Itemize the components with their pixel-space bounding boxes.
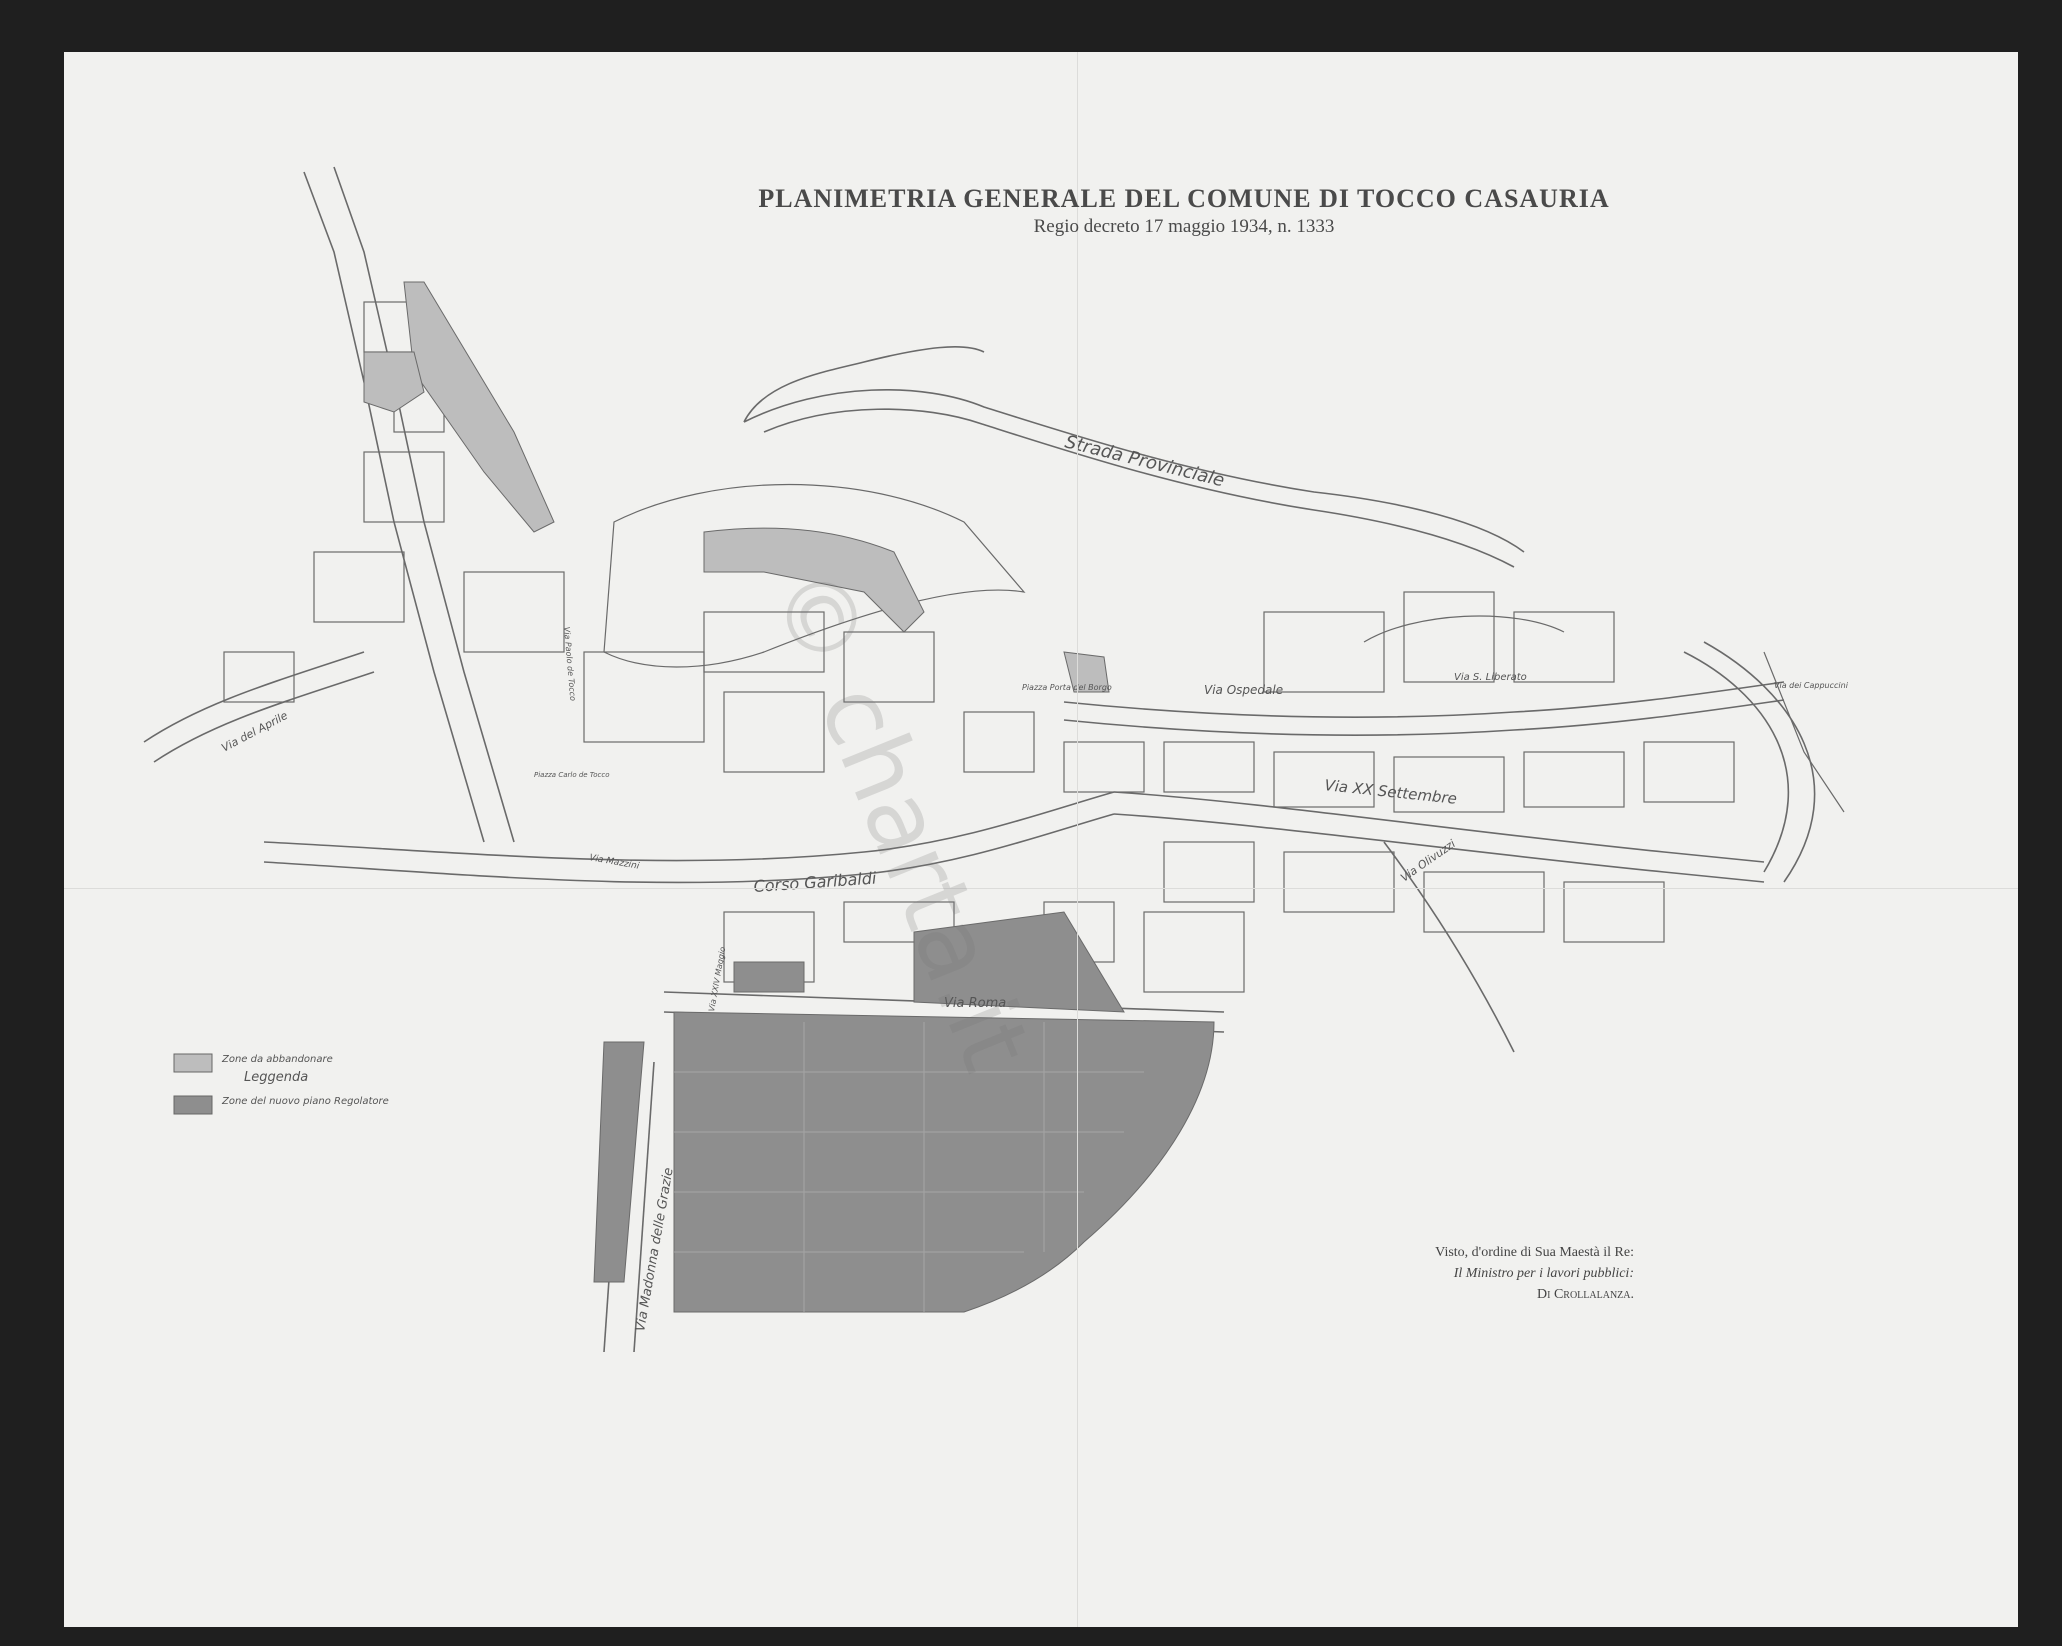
fold-line-vertical <box>1077 52 1078 1627</box>
zone-nuovo-piano-areas <box>593 911 1215 1313</box>
label-corso-garibaldi: Corso Garibaldi <box>753 868 878 896</box>
label-strada-provinciale: Strada Provinciale <box>1063 431 1227 491</box>
approval-note: Visto, d'ordine di Sua Maestà il Re: Il … <box>1314 1242 1634 1305</box>
legend-label: Zone da abbandonare <box>222 1054 333 1065</box>
map-title: PLANIMETRIA GENERALE DEL COMUNE DI TOCCO… <box>758 184 1610 213</box>
label-via-xx-settembre: Via XX Settembre <box>1324 776 1458 808</box>
label-via-ospedale: Via Ospedale <box>1204 683 1283 697</box>
label-via-roma: Via Roma <box>944 996 1006 1011</box>
fold-line-horizontal <box>64 888 2018 889</box>
approval-line-3: Di Crollalanza. <box>1537 1287 1634 1302</box>
label-via-aprile: Via del Aprile <box>219 709 290 755</box>
label-via-madonna-delle-grazie: Via Madonna delle Grazie <box>633 1167 677 1333</box>
via-ospedale-road <box>1063 681 1785 718</box>
corso-garibaldi-road <box>263 791 1115 862</box>
via-olivuzzi-road <box>1383 841 1515 1053</box>
via-xx-settembre-road <box>1113 791 1765 863</box>
label-via-paolo-de-tocco: Via Paolo de Tocco <box>562 626 577 701</box>
approval-line-2: Il Ministro per i lavori pubblici: <box>1453 1266 1634 1281</box>
label-via-mazzini: Via Mazzini <box>588 853 640 872</box>
legend-item-abbandonare: Zone da abbandonare <box>174 1054 333 1065</box>
label-piazza-porta-del-borgo: Piazza Porta del Borgo <box>1022 683 1112 692</box>
legend-item-nuovo-piano: Zone del nuovo piano Regolatore <box>174 1096 389 1107</box>
label-via-s-liberato: Via S. Liberato <box>1454 672 1527 683</box>
legend-title: Leggenda <box>244 1070 309 1085</box>
legend-swatch-abbandonare <box>173 1053 213 1073</box>
approval-line-1: Visto, d'ordine di Sua Maestà il Re: <box>1435 1245 1634 1260</box>
map-sheet: Strada Provinciale Corso Garibaldi Via X… <box>64 52 2018 1627</box>
legend-swatch-nuovo-piano <box>173 1095 213 1115</box>
zone-da-abbandonare-areas <box>363 281 1110 693</box>
legend-label: Zone del nuovo piano Regolatore <box>222 1096 389 1107</box>
strada-provinciale-road <box>743 388 1525 553</box>
town-plan: Strada Provinciale Corso Garibaldi Via X… <box>143 166 1849 1353</box>
label-via-olivuzzi: Via Olivuzzi <box>1398 837 1458 884</box>
label-piazza-carlo-de-tocco: Piazza Carlo de Tocco <box>534 771 609 779</box>
map-subtitle: Regio decreto 17 maggio 1934, n. 1333 <box>1033 216 1335 237</box>
label-via-cappuccini: Via dei Cappuccini <box>1774 681 1849 690</box>
